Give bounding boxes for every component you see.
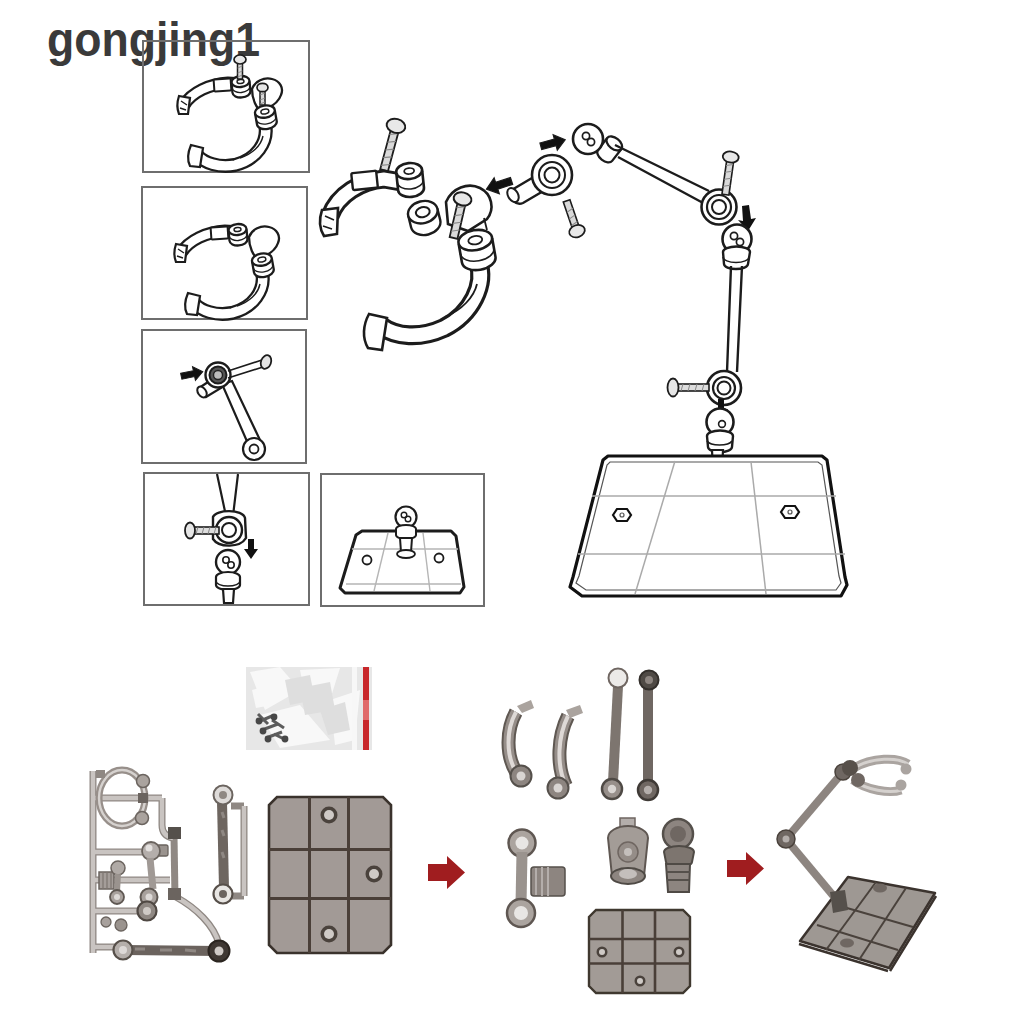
svg-text:gongjing1: gongjing1: [47, 12, 260, 66]
